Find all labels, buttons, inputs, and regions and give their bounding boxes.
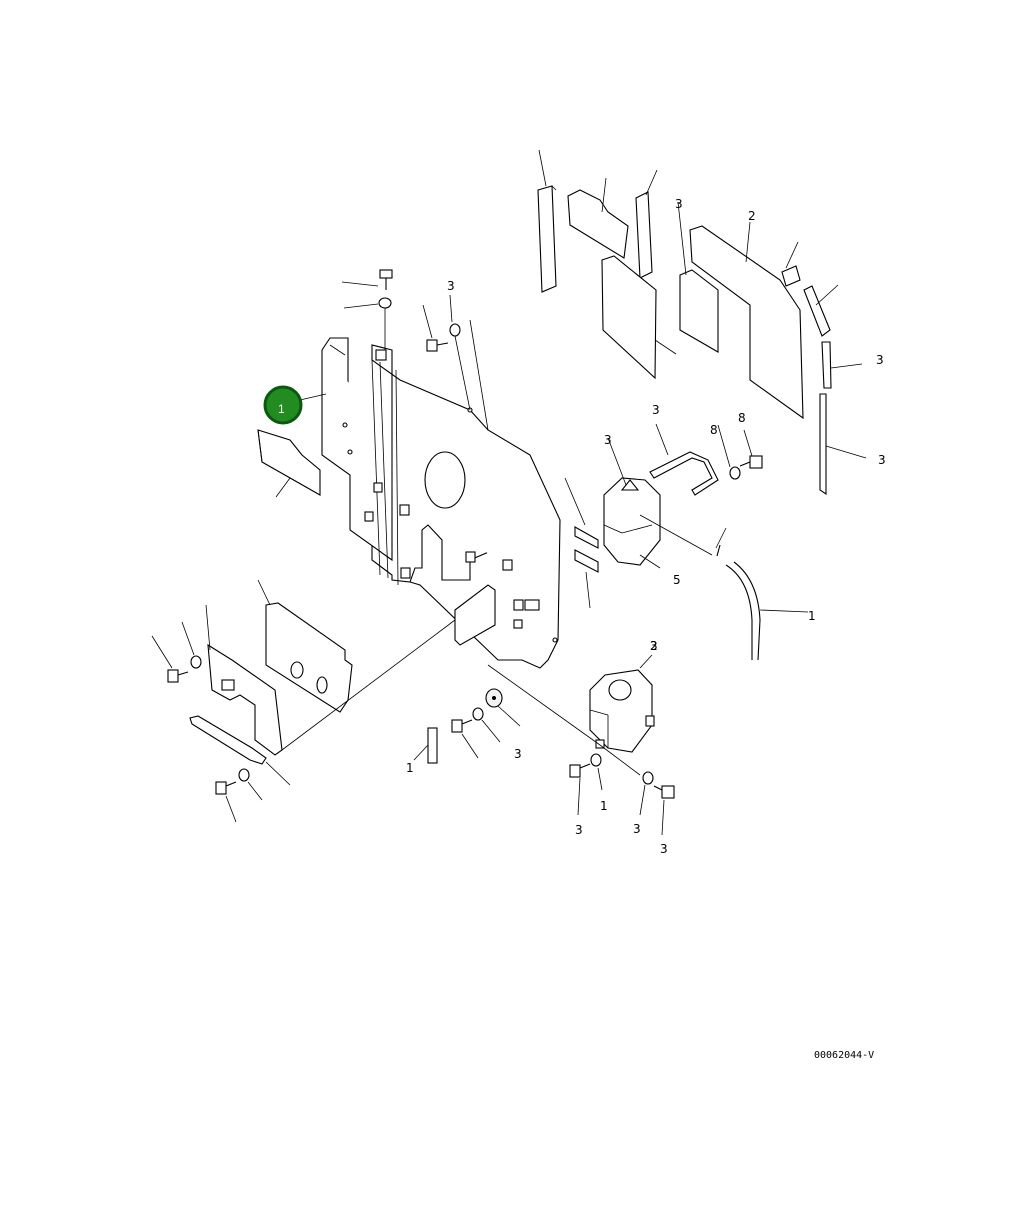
panel-hole xyxy=(424,451,466,509)
reservoir-upper xyxy=(603,437,661,569)
badge-circle[interactable] xyxy=(263,385,303,425)
highlight-badge[interactable]: 1 xyxy=(263,385,327,425)
clip xyxy=(513,619,523,629)
hose xyxy=(715,527,809,661)
lower-bracket-plate xyxy=(205,604,456,756)
callout-label: 2 xyxy=(650,639,658,653)
seal-strip-diagonal xyxy=(803,285,831,337)
badge-label: 1 xyxy=(278,402,285,416)
drawing-code: 00062044-V xyxy=(814,1050,875,1061)
callout-label: 5 xyxy=(673,573,681,587)
bolt xyxy=(569,763,591,778)
foam-sheet xyxy=(601,255,677,380)
callout-label: 3 xyxy=(876,353,884,367)
reservoir-bracket xyxy=(649,423,719,496)
seal-strip xyxy=(574,549,599,573)
seal-strip-long xyxy=(819,393,827,496)
callout-label: 3 xyxy=(514,747,522,761)
bolt xyxy=(379,269,393,290)
washer xyxy=(729,466,741,480)
strap xyxy=(189,715,267,765)
callout-label: 8 xyxy=(710,423,718,437)
clip xyxy=(513,599,524,611)
insulation-panel-large xyxy=(689,221,804,420)
bolt xyxy=(426,339,449,352)
reservoir-lower xyxy=(589,654,655,753)
callout-label: 8 xyxy=(738,411,746,425)
foam-pad-left xyxy=(257,429,321,496)
callout-label: 1 xyxy=(808,609,816,623)
clip xyxy=(364,511,374,522)
washer xyxy=(190,655,202,669)
callout-label: 3 xyxy=(878,453,886,467)
callout-label: 1 xyxy=(600,799,608,813)
callout-label: 3 xyxy=(652,403,660,417)
seal-strip-vertical xyxy=(821,341,832,389)
bolt xyxy=(215,781,237,795)
callout-label: 3 xyxy=(650,639,658,653)
bracket-tab xyxy=(375,349,387,361)
callout-label: 2 xyxy=(748,209,756,223)
bolt xyxy=(167,669,189,683)
clip xyxy=(502,559,513,571)
clip xyxy=(465,551,476,563)
callout-label: 3 xyxy=(675,197,683,211)
bolt xyxy=(653,785,675,799)
lower-cover xyxy=(257,579,353,713)
clip xyxy=(399,504,410,516)
foam-sheet xyxy=(677,201,719,353)
callout-label: 3 xyxy=(447,279,455,293)
washer xyxy=(472,707,484,721)
bolt xyxy=(739,455,763,469)
washer xyxy=(378,297,392,309)
washer xyxy=(449,323,461,337)
bolt xyxy=(451,719,473,733)
clip xyxy=(524,599,540,611)
callout-label: 3 xyxy=(633,822,641,836)
washer xyxy=(642,771,654,785)
callout-label: 3 xyxy=(660,842,668,856)
main-panel xyxy=(321,337,561,669)
callout-label: 1 xyxy=(406,761,414,775)
callout-label: 3 xyxy=(575,823,583,837)
foam-block xyxy=(635,169,658,279)
washer xyxy=(238,768,250,782)
clip xyxy=(400,567,411,579)
clip xyxy=(373,482,383,493)
foam-block xyxy=(537,149,557,293)
callout-label: 3 xyxy=(604,433,612,447)
seal-strip xyxy=(574,526,599,549)
sub-plate xyxy=(454,584,496,646)
spacer-block xyxy=(427,727,438,764)
callout-numbers: 3 2 3 3 3 8 8 3 3 5 1 3 1 3 2 3 3 1 3 xyxy=(406,197,886,856)
washer xyxy=(590,753,602,767)
foam-pad-curved xyxy=(567,177,629,259)
small-pad xyxy=(781,265,801,287)
